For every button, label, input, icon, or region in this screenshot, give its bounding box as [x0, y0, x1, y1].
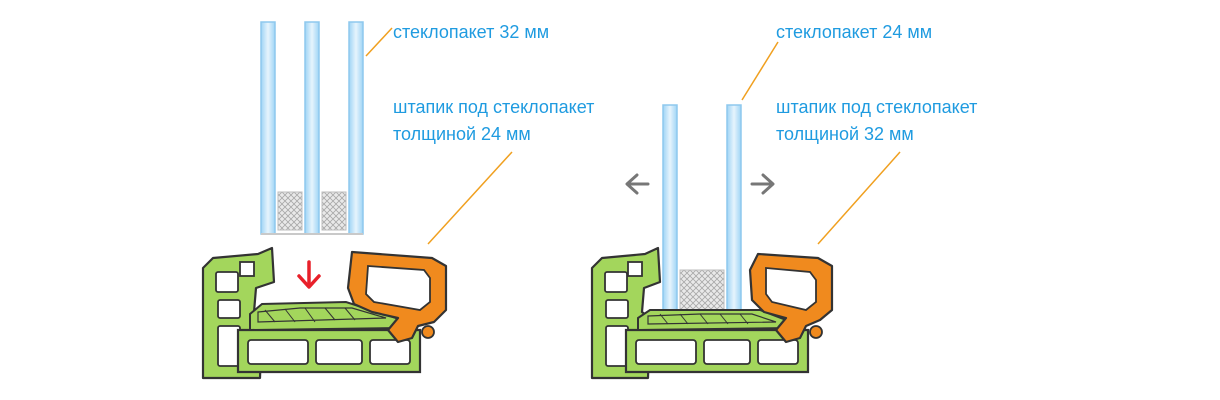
- arrow-right-icon: [750, 173, 775, 195]
- right-glass-label: стеклопакет 24 мм: [776, 22, 932, 42]
- left-frame-profile: [201, 246, 422, 380]
- right-bead-label-line2: толщиной 32 мм: [776, 124, 914, 144]
- right-bead-leader: [817, 151, 901, 245]
- right-glazing-bead: [748, 252, 834, 344]
- arrow-left-icon: [625, 173, 650, 195]
- right-bead-label-line1: штапик под стеклопакет: [776, 97, 977, 117]
- right-window-section: стеклопакет 24 мм штапик под стеклопакет…: [590, 22, 977, 380]
- arrow-down-icon: [297, 260, 321, 289]
- left-bead-label-line2: толщиной 24 мм: [393, 124, 531, 144]
- left-bead-label-line1: штапик под стеклопакет: [393, 97, 594, 117]
- left-glass-leader: [365, 27, 393, 57]
- left-bead-leader: [427, 151, 513, 245]
- right-glass-unit: [662, 104, 742, 312]
- left-glass-label: стеклопакет 32 мм: [393, 22, 549, 42]
- right-glass-leader: [741, 41, 779, 101]
- left-window-section: стеклопакет 32 мм штапик под стеклопакет…: [201, 21, 594, 380]
- left-glass-unit: [260, 21, 364, 235]
- left-glazing-bead: [346, 250, 448, 344]
